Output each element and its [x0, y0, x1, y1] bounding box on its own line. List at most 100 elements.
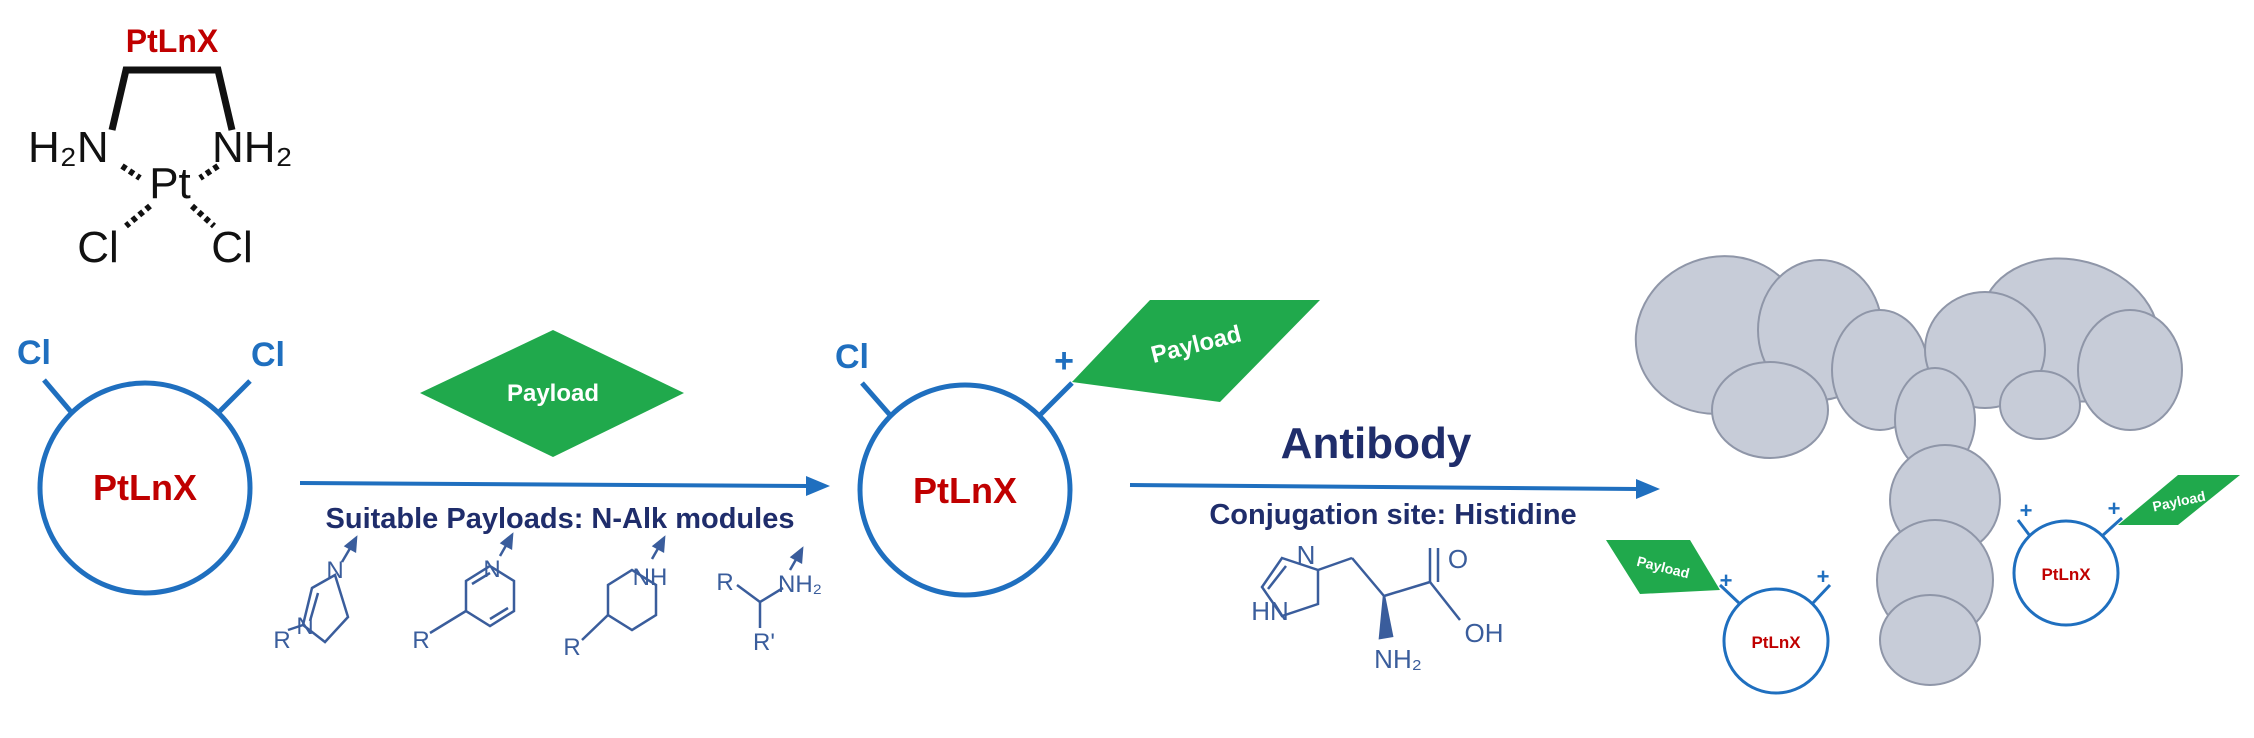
complex-2-plus: +: [1054, 342, 1074, 380]
histidine-c-oh: [1429, 581, 1461, 621]
complex-1-bond-right: [216, 379, 252, 415]
piperidine-r-bond: [581, 614, 609, 641]
conjugate-right-circle: [2012, 519, 2120, 627]
amine-rprime: R': [753, 629, 775, 656]
arrow-1-head: [806, 476, 830, 496]
antibody-illustration: [1634, 255, 2183, 686]
pyridine-inner-1: [471, 571, 491, 586]
payload-diamond-1: Payload: [420, 330, 684, 457]
piperidine-arrowhead: [651, 535, 666, 554]
pyridine-inner-2: [489, 606, 509, 621]
arrow-1-shaft: [299, 481, 809, 488]
bond-pt-cl-left: [124, 203, 152, 229]
complex-2-bond-right: [1038, 381, 1074, 417]
conjugate-right-plus-b: +: [2108, 496, 2121, 521]
complex-1-label: PtLnX: [93, 467, 197, 508]
nalk-module-labels: N N R N R NH R R NH₂ R': [273, 556, 822, 661]
histidine-alpha-cooh: [1383, 580, 1431, 598]
histidine-n-top: N: [1297, 540, 1316, 570]
bond-n-pt-right: [198, 163, 220, 181]
structure-linker-label: PtLnX: [126, 23, 219, 59]
complex-1: Cl Cl PtLnX: [17, 334, 285, 596]
histidine-ch2-2: [1351, 557, 1385, 597]
complex-1-cl-left: Cl: [17, 334, 51, 372]
imidazole-n-ring: N: [296, 613, 313, 640]
imidazole-n-top: N: [326, 557, 343, 584]
arrow-1: Suitable Payloads: N-Alk modules: [299, 476, 830, 535]
pyridine-arrowhead: [499, 532, 514, 551]
imidazole-arrowhead: [343, 535, 358, 554]
amine-backbone: [736, 583, 784, 604]
complex-1-cl-right: Cl: [251, 336, 285, 374]
arrow-1-caption: Suitable Payloads: N-Alk modules: [326, 503, 795, 535]
conjugate-right-bond-a: [2016, 519, 2032, 537]
complex-1-bond-left: [42, 378, 74, 415]
piperidine-ring: [606, 568, 658, 632]
piperidine-module: [581, 535, 666, 641]
imidazole-module: [287, 535, 358, 644]
histidine-ring-double: [1267, 565, 1287, 590]
histidine-labels: N HN NH₂ O OH: [1251, 540, 1503, 674]
arrow-2: Antibody Conjugation site: Histidine: [1129, 419, 1660, 531]
conjugate-right-label: PtLnX: [2041, 565, 2091, 584]
nalk-modules: [287, 532, 804, 644]
imidazole-double-bond: [308, 592, 320, 622]
conjugate-left-plus-b: +: [1817, 564, 1830, 589]
ptlnx-structure: PtLnX H₂N NH₂ Pt Cl Cl: [28, 23, 293, 272]
pyridine-module: [429, 532, 516, 635]
imidazole-r-bond: [287, 623, 304, 632]
antibody-left-arm: [1634, 255, 1929, 459]
conjugate-left-bond-a: [1718, 583, 1742, 606]
piperidine-r: R: [563, 634, 580, 661]
imidazole-r: R: [273, 627, 290, 654]
pyridine-n: N: [483, 556, 500, 583]
histidine-hn: HN: [1251, 596, 1289, 626]
amine-r: R: [716, 569, 733, 596]
pyridine-r: R: [412, 627, 429, 654]
complex-2-cl: Cl: [835, 338, 869, 376]
conjugate-right-payload-shape: [2118, 475, 2240, 525]
piperidine-nh: NH: [633, 564, 668, 591]
complex-1-circle: [37, 380, 253, 596]
pyridine-r-bond: [429, 609, 467, 635]
payload-diamond-label: Payload: [507, 380, 599, 407]
conjugate-left-payload-shape: [1606, 540, 1720, 594]
conjugate-left-circle: [1722, 587, 1830, 695]
complex-2-bond-left: [860, 381, 892, 417]
histidine-ch2-1: [1317, 556, 1353, 572]
conjugate-left: + + PtLnX Payload: [1606, 540, 1832, 695]
linker-bridge: [108, 66, 236, 131]
amine-arrowhead: [789, 546, 804, 565]
structure-cl-right: Cl: [211, 223, 253, 272]
complex-2-circle: [857, 382, 1073, 598]
bond-pt-cl-right: [189, 203, 217, 229]
arrow-2-caption: Conjugation site: Histidine: [1209, 499, 1576, 531]
histidine-oh: OH: [1465, 618, 1504, 648]
conjugate-right-plus-a: +: [2020, 498, 2033, 523]
amine-module: [736, 546, 804, 628]
imidazole-ring: [301, 573, 350, 644]
histidine-ring: [1260, 556, 1320, 618]
conjugate-left-bond-b: [1810, 583, 1832, 606]
arrow-2-title: Antibody: [1281, 419, 1472, 468]
payload-diamond-shape: [420, 330, 684, 457]
structure-pt: Pt: [149, 159, 191, 208]
pyridine-ring: [464, 564, 516, 628]
structure-cl-left: Cl: [77, 223, 119, 272]
histidine-nh2: NH₂: [1374, 644, 1422, 674]
bond-n-pt-left: [120, 163, 142, 181]
histidine-structure: [1260, 548, 1461, 640]
complex-2-payload-shape: [1072, 300, 1320, 402]
structure-nh2-left: H₂N: [28, 123, 109, 172]
conjugate-left-plus-a: +: [1720, 568, 1733, 593]
conjugate-right: + + PtLnX Payload: [2012, 475, 2240, 627]
structure-nh2-right: NH₂: [212, 123, 293, 172]
arrow-2-shaft: [1129, 483, 1639, 491]
conjugate-left-label: PtLnX: [1751, 633, 1801, 652]
arrow-2-head: [1636, 479, 1660, 499]
conjugate-right-bond-b: [2100, 516, 2124, 538]
amine-nh2: NH₂: [778, 571, 822, 598]
complex-2-label: PtLnX: [913, 470, 1017, 511]
complex-2: Cl + PtLnX Payload: [835, 300, 1320, 598]
